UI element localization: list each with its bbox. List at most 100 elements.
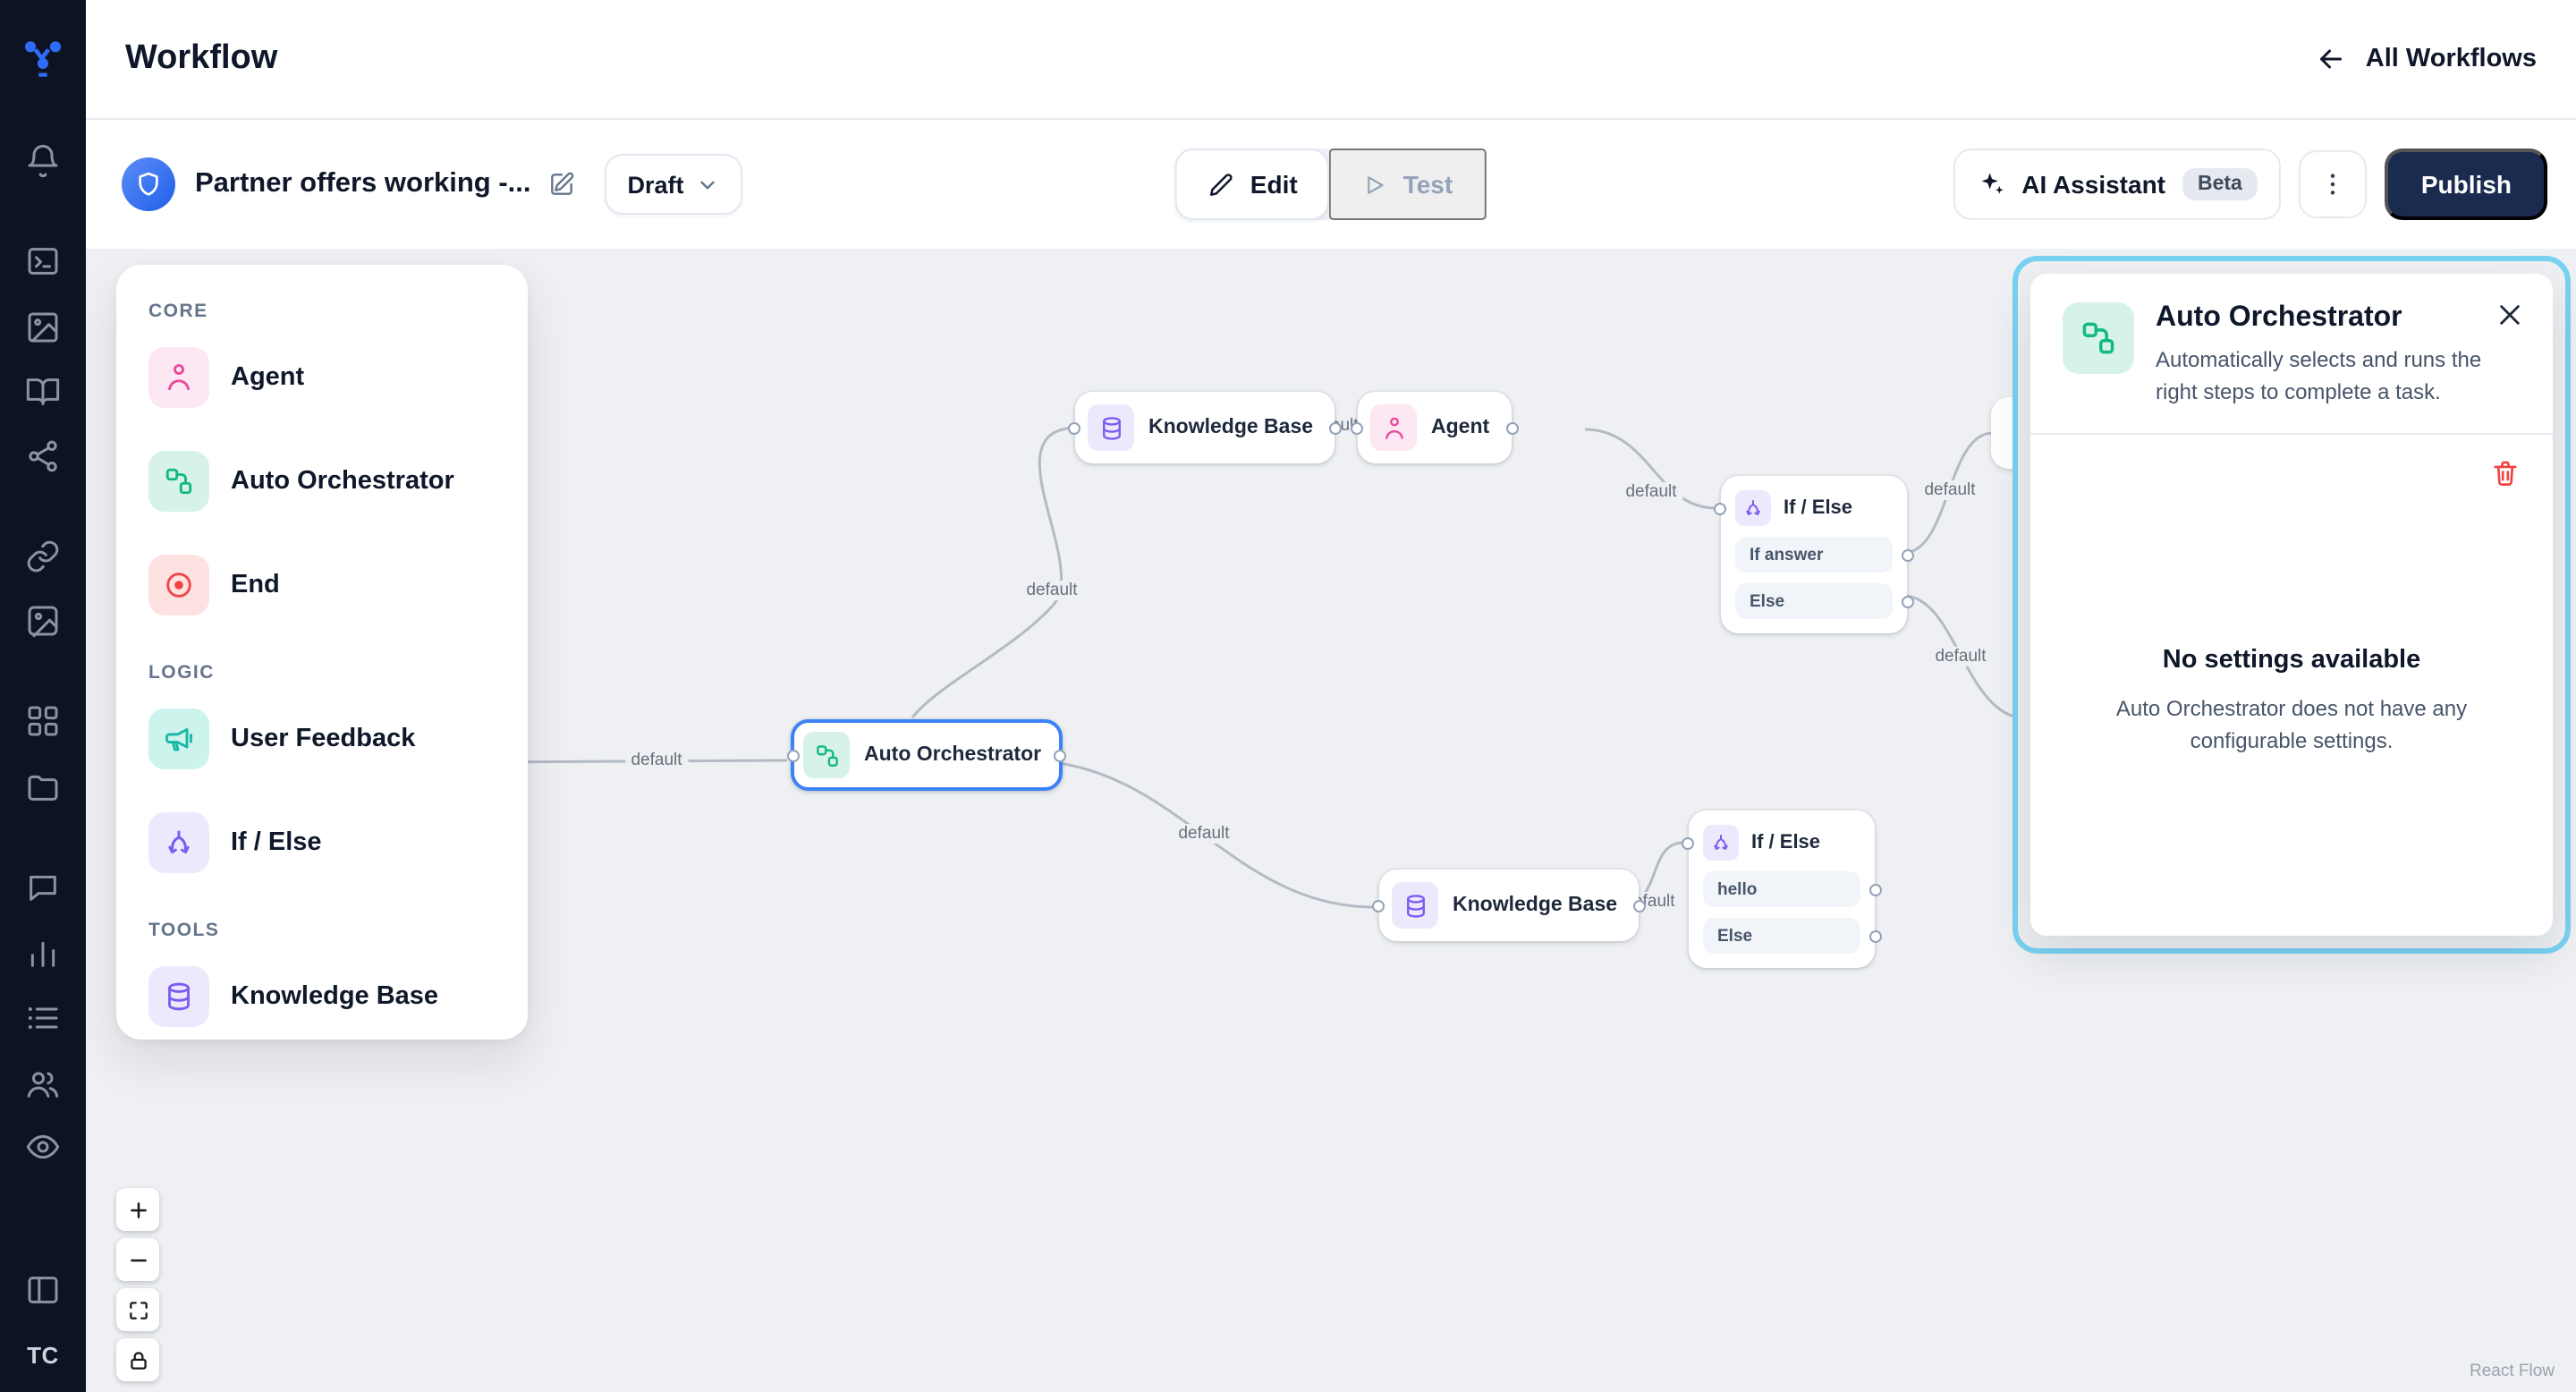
input-handle[interactable] — [1068, 421, 1080, 434]
empty-settings-title: No settings available — [2162, 646, 2421, 675]
node-label: Knowledge Base — [1148, 417, 1314, 438]
branch-row[interactable]: Else — [1703, 918, 1881, 954]
workflow-name: Partner offers working -... — [195, 168, 531, 199]
input-handle[interactable] — [1682, 836, 1694, 849]
flow-canvas[interactable]: default default default default default … — [86, 249, 2576, 1392]
fit-view-button[interactable] — [116, 1288, 159, 1331]
workflow-toolbar: Partner offers working -... Draft Edit T… — [86, 120, 2576, 249]
palette-item-knowledge-base[interactable]: Knowledge Base — [148, 966, 496, 1027]
output-handle[interactable] — [1054, 749, 1067, 761]
output-handle[interactable] — [1901, 595, 1913, 607]
output-handle[interactable] — [1868, 883, 1881, 895]
settings-divider — [2030, 433, 2553, 435]
node-header: If / Else — [1714, 490, 1893, 526]
more-options-button[interactable] — [2299, 150, 2368, 218]
palette-item-label: End — [231, 571, 280, 599]
palette-section-label: TOOLS — [148, 920, 220, 941]
output-handle[interactable] — [1868, 929, 1881, 942]
output-handle[interactable] — [1505, 421, 1519, 434]
react-flow-attribution[interactable]: React Flow — [2469, 1362, 2555, 1381]
lock-button[interactable] — [116, 1338, 159, 1381]
branch-icon — [1735, 490, 1771, 526]
collapse-panel-icon[interactable] — [25, 1272, 61, 1308]
edge-label: default — [625, 751, 688, 770]
input-handle[interactable] — [787, 749, 800, 761]
edit-mode-button[interactable]: Edit — [1174, 149, 1330, 220]
status-label: Draft — [627, 171, 684, 198]
node-if-else-bottom[interactable]: If / Else hello Else — [1682, 811, 1881, 968]
notifications-bell-icon[interactable] — [25, 143, 61, 179]
megaphone-icon — [148, 709, 209, 769]
rename-workflow-icon[interactable] — [547, 170, 576, 199]
agent-person-icon — [1370, 404, 1417, 451]
preview-eye-icon[interactable] — [25, 1129, 61, 1165]
docs-book-icon[interactable] — [25, 374, 61, 410]
image-icon[interactable] — [25, 310, 61, 345]
all-workflows-link[interactable]: All Workflows — [2316, 43, 2537, 75]
node-label: If / Else — [1751, 832, 1821, 853]
app-logo-icon[interactable] — [18, 32, 68, 82]
connections-link-icon[interactable] — [25, 539, 61, 574]
test-mode-button[interactable]: Test — [1329, 149, 1487, 220]
palette-item-user-feedback[interactable]: User Feedback — [148, 709, 496, 769]
palette-item-auto-orchestrator[interactable]: Auto Orchestrator — [148, 451, 496, 512]
output-handle[interactable] — [1633, 899, 1647, 912]
edge-label: default — [1021, 581, 1083, 600]
canvas-controls — [116, 1188, 159, 1381]
palette-item-label: User Feedback — [231, 725, 416, 753]
zoom-out-button[interactable] — [116, 1238, 159, 1281]
terminal-icon[interactable] — [25, 243, 61, 279]
sparkles-icon — [1977, 170, 2005, 199]
analytics-chart-icon[interactable] — [25, 936, 61, 972]
settings-title: Auto Orchestrator — [2156, 302, 2402, 333]
media-image-icon[interactable] — [25, 603, 61, 639]
ai-assistant-label: AI Assistant — [2021, 170, 2165, 199]
apps-grid-icon[interactable] — [25, 703, 61, 739]
workflow-nodes-icon[interactable] — [25, 438, 61, 474]
empty-settings-description: Auto Orchestrator does not have any conf… — [2115, 696, 2468, 753]
ai-assistant-button[interactable]: AI Assistant Beta — [1953, 149, 2282, 220]
palette-item-agent[interactable]: Agent — [148, 347, 496, 408]
chat-icon[interactable] — [25, 870, 61, 905]
database-icon — [1392, 882, 1438, 929]
node-auto-orchestrator[interactable]: Auto Orchestrator — [787, 719, 1067, 791]
zoom-in-button[interactable] — [116, 1188, 159, 1231]
branch-row[interactable]: If answer — [1735, 537, 1913, 573]
output-handle[interactable] — [1329, 421, 1343, 434]
edge-label: default — [1620, 482, 1682, 502]
edge-label: default — [1929, 647, 1992, 666]
delete-node-trash-icon[interactable] — [2490, 458, 2521, 488]
node-agent[interactable]: Agent — [1351, 392, 1519, 463]
logs-list-icon[interactable] — [25, 1000, 61, 1036]
status-dropdown[interactable]: Draft — [604, 154, 743, 215]
node-header: If / Else — [1682, 825, 1860, 861]
projects-folder-icon[interactable] — [25, 769, 61, 805]
node-label: If / Else — [1784, 497, 1853, 519]
palette-item-label: If / Else — [231, 828, 322, 857]
settings-card: Auto Orchestrator Automatically selects … — [2030, 274, 2553, 936]
palette-item-label: Knowledge Base — [231, 982, 439, 1011]
input-handle[interactable] — [1372, 899, 1385, 912]
play-icon — [1364, 173, 1387, 196]
output-handle[interactable] — [1901, 548, 1913, 561]
users-icon[interactable] — [25, 1066, 61, 1102]
database-icon — [148, 966, 209, 1027]
node-label: Agent — [1431, 417, 1490, 438]
branch-row[interactable]: hello — [1703, 871, 1881, 907]
node-knowledge-base-bottom[interactable]: Knowledge Base — [1372, 870, 1647, 941]
close-icon[interactable] — [2496, 301, 2524, 329]
node-knowledge-base-top[interactable]: Knowledge Base — [1068, 392, 1343, 463]
input-handle[interactable] — [1714, 502, 1726, 514]
node-if-else-top[interactable]: If / Else If answer Else — [1714, 476, 1913, 633]
palette-item-end[interactable]: End — [148, 555, 496, 615]
publish-button[interactable]: Publish — [2385, 149, 2547, 220]
branch-row-label: Else — [1717, 926, 1753, 946]
orchestrator-nodes-icon — [803, 732, 850, 778]
input-handle[interactable] — [1351, 421, 1363, 434]
pencil-icon — [1208, 171, 1234, 198]
palette-item-if-else[interactable]: If / Else — [148, 812, 496, 873]
branch-row-label: Else — [1750, 591, 1785, 611]
end-circle-icon — [148, 555, 209, 615]
user-avatar[interactable]: TC — [27, 1342, 59, 1369]
branch-row[interactable]: Else — [1735, 583, 1913, 619]
